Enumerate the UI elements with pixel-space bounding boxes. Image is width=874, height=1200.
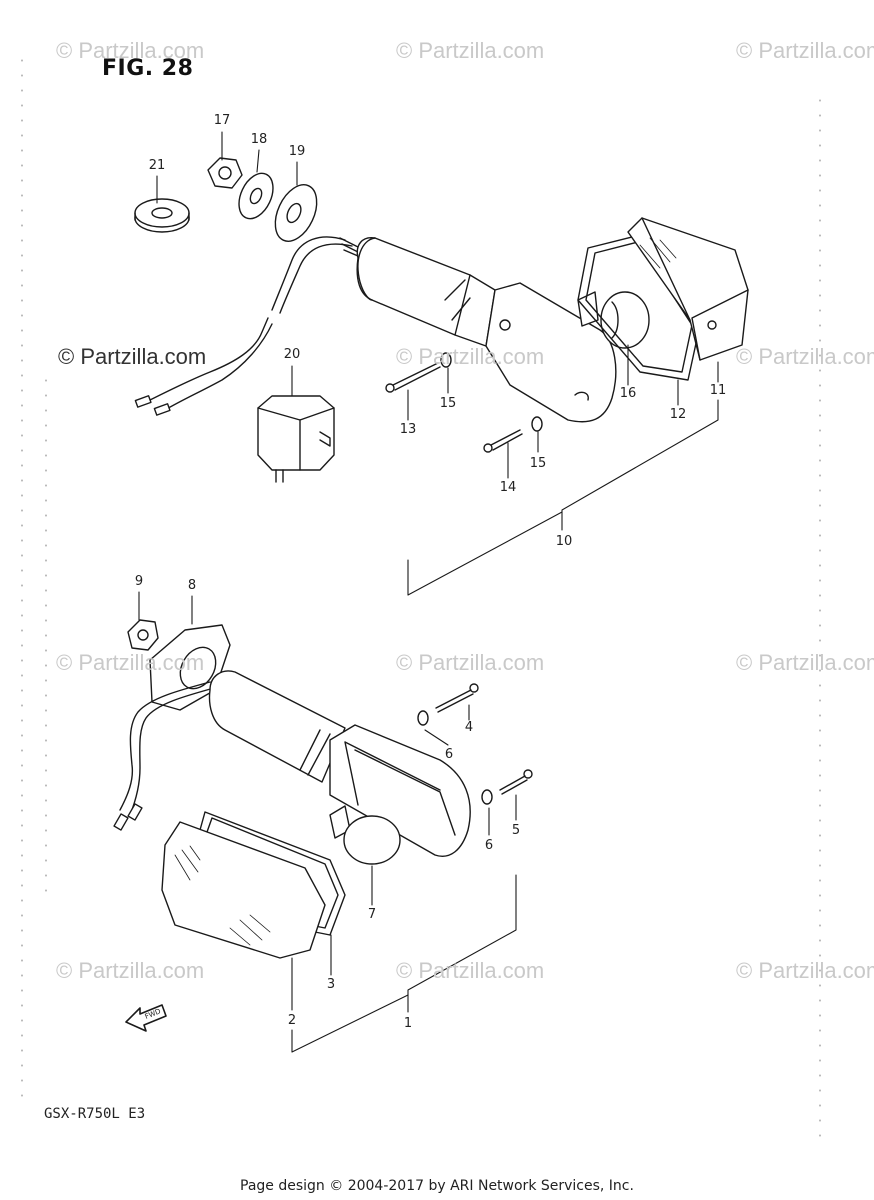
watermark: © Partzilla.com	[736, 344, 874, 369]
callout-2: 2	[287, 1013, 297, 1028]
model-label: GSX-R750L E3	[44, 1106, 146, 1122]
callout-13: 13	[399, 422, 417, 437]
callout-5: 5	[511, 823, 521, 838]
callout-18: 18	[250, 132, 268, 147]
watermark: © Partzilla.com	[56, 650, 205, 675]
part-6-nut-upper	[417, 710, 429, 726]
watermark: © Partzilla.com	[396, 344, 545, 369]
wire-harness-top	[134, 236, 353, 416]
part-20-relay	[257, 395, 335, 483]
figure-title: FIG. 28	[102, 56, 194, 81]
part-7-bulb	[329, 805, 401, 865]
callout-1: 1	[403, 1016, 413, 1031]
part-19-washer	[274, 184, 318, 242]
part-4-screw	[435, 683, 479, 713]
watermark: © Partzilla.com	[396, 38, 545, 63]
scan-artifacts	[21, 59, 821, 1151]
watermark: © Partzilla.com	[396, 650, 545, 675]
watermark: © Partzilla.com	[736, 958, 874, 983]
part-9-nut	[127, 619, 159, 651]
callout-6-upper: 6	[444, 747, 454, 762]
watermark: © Partzilla.com	[56, 38, 205, 63]
part-17-nut	[207, 157, 243, 189]
part-15-nut-upper	[440, 352, 452, 368]
callout-15-upper: 15	[439, 396, 457, 411]
wire-harness-bottom	[113, 681, 215, 831]
part-6-nut-lower	[481, 789, 493, 805]
watermark: © Partzilla.com	[736, 38, 874, 63]
callout-10: 10	[555, 534, 573, 549]
callout-14: 14	[499, 480, 517, 495]
part-11-lens	[627, 217, 749, 361]
part-21-grommet	[134, 198, 190, 233]
callout-6-lower: 6	[484, 838, 494, 853]
watermark-dark: © Partzilla.com	[58, 344, 207, 369]
part-14-screw	[483, 429, 523, 453]
callout-4: 4	[464, 720, 474, 735]
footer-copyright: Page design © 2004-2017 by ARI Network S…	[240, 1178, 634, 1194]
part-13-screw	[385, 362, 441, 393]
callout-11: 11	[709, 383, 727, 398]
callout-15-lower: 15	[529, 456, 547, 471]
part-10-turn-signal-body	[339, 237, 617, 423]
watermark: © Partzilla.com	[396, 958, 545, 983]
watermark: © Partzilla.com	[736, 650, 874, 675]
watermark: © Partzilla.com	[56, 958, 205, 983]
callout-9: 9	[134, 574, 144, 589]
part-15-nut-lower	[531, 416, 543, 432]
callout-3: 3	[326, 977, 336, 992]
callout-8: 8	[187, 578, 197, 593]
fwd-arrow-icon: FWD	[125, 1004, 167, 1032]
part-18-washer	[238, 172, 274, 220]
callout-17: 17	[213, 113, 231, 128]
callout-7: 7	[367, 907, 377, 922]
leader-lines	[138, 131, 719, 1053]
callout-16: 16	[619, 386, 637, 401]
callout-21: 21	[148, 158, 166, 173]
callout-12: 12	[669, 407, 687, 422]
callout-19: 19	[288, 144, 306, 159]
part-1-turn-signal-body	[208, 670, 471, 857]
callout-20: 20	[283, 347, 301, 362]
part-5-screw	[499, 769, 533, 795]
part-2-lens	[161, 821, 326, 959]
